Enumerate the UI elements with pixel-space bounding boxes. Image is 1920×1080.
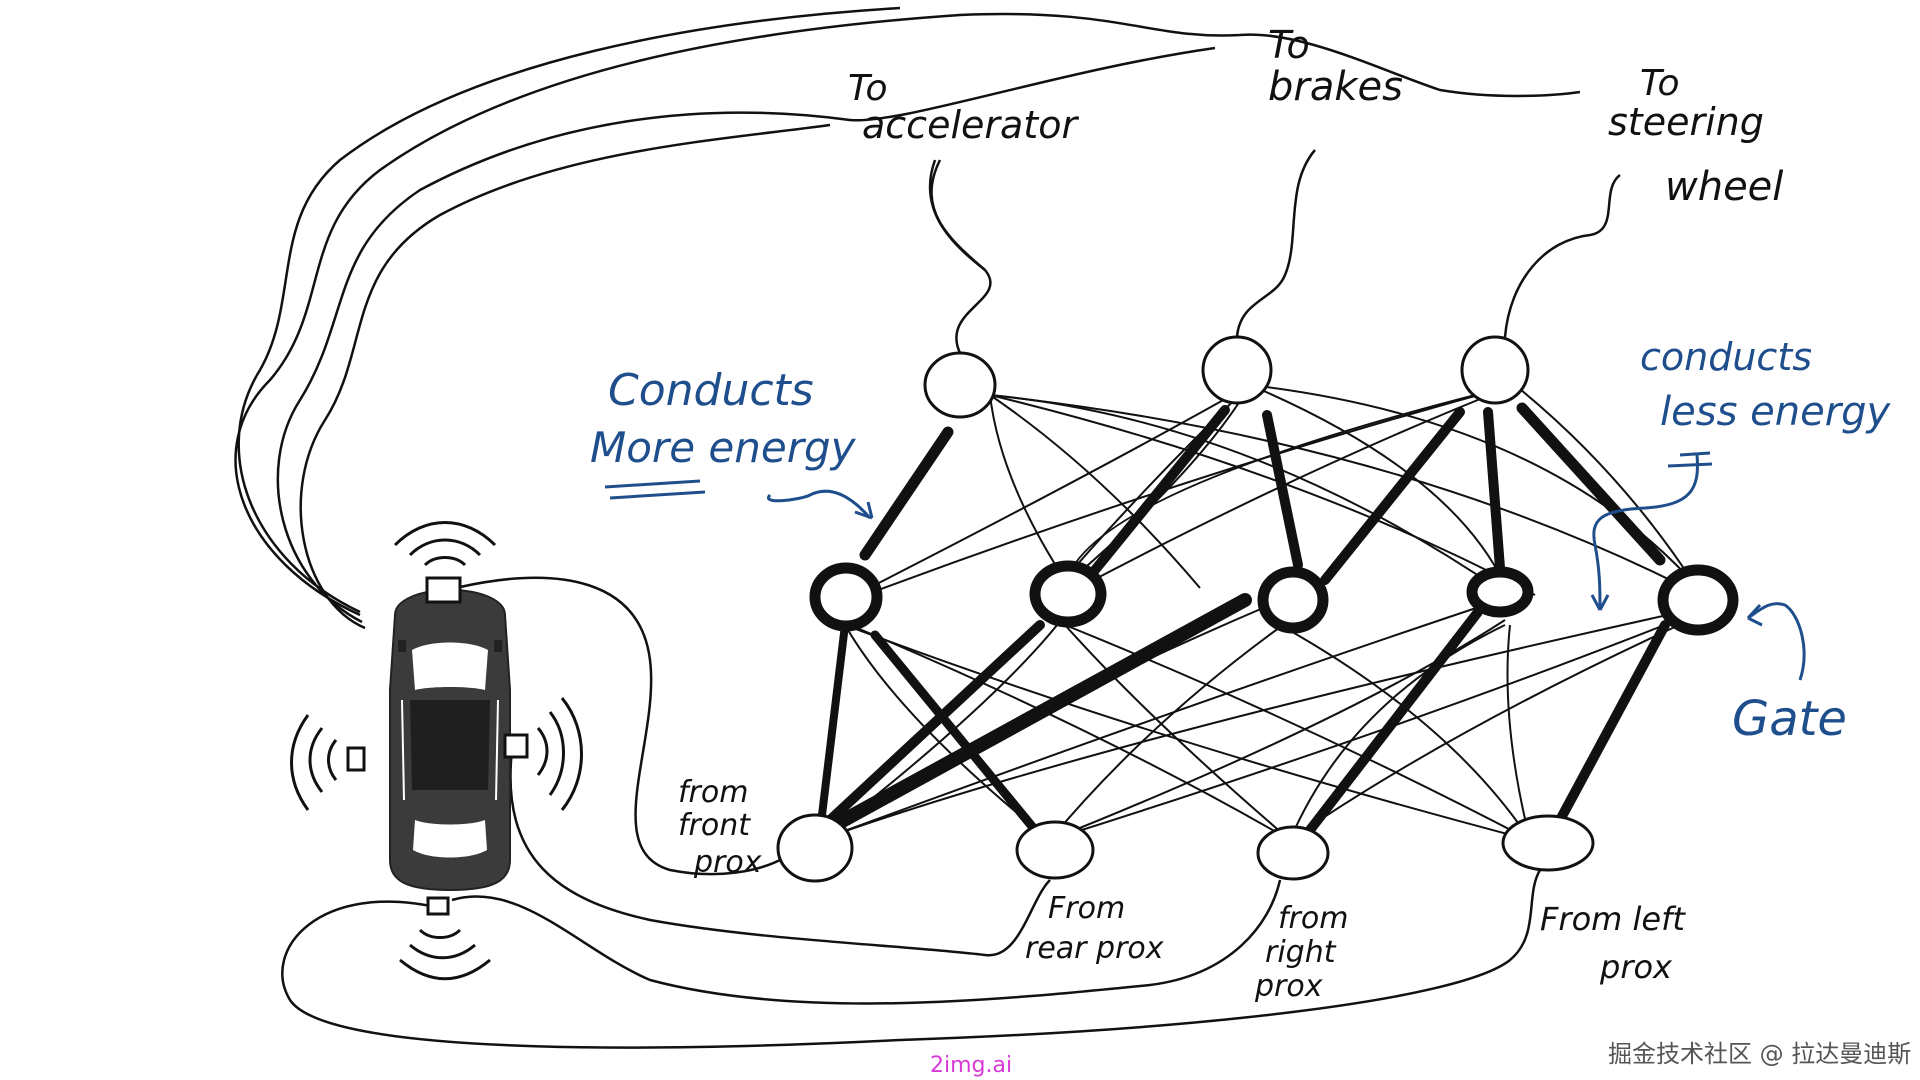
input-node-right (1256, 825, 1330, 881)
label-to-accelerator-line1: To (848, 68, 888, 109)
more-energy-underline-2 (609, 490, 706, 500)
label-from-right-line2: right (1265, 935, 1337, 970)
input-nodes (776, 813, 1595, 883)
annotation-strokes (604, 451, 1806, 681)
less-energy-underline (1679, 451, 1711, 457)
hidden-node-5 (1657, 564, 1739, 636)
car-icon (389, 588, 511, 892)
watermark-juejin: 掘金技术社区 @ 拉达曼迪斯 (1608, 1040, 1911, 1068)
label-from-left-prox: From left prox (1540, 900, 1686, 986)
label-to-steering: To steering wheel (1608, 63, 1783, 210)
label-conducts-more-line1: Conducts (608, 365, 814, 416)
label-to-steering-line1: To (1640, 63, 1680, 104)
label-from-left-line1: From left (1540, 900, 1686, 938)
label-conducts-more-line2: More energy (590, 423, 857, 472)
output-wires (928, 149, 1621, 354)
right-sensor-icon (503, 697, 583, 811)
more-energy-underline (604, 479, 701, 489)
hidden-node-3 (1257, 566, 1329, 634)
car-long-wires (234, 6, 1581, 630)
input-node-left (1501, 814, 1595, 872)
input-node-rear (1015, 820, 1095, 880)
hidden-node-1 (809, 562, 883, 632)
label-from-rear-prox: From rear prox (1025, 891, 1164, 966)
label-from-right-prox: from right prox (1254, 901, 1348, 1004)
watermark-site: 2img.ai (930, 1053, 1012, 1078)
label-gate: Gate (1732, 691, 1847, 747)
label-from-right-line1: from (1278, 901, 1348, 936)
label-from-rear-line1: From (1048, 891, 1125, 926)
car-input-wires (281, 576, 1542, 1049)
label-conducts-less-energy: conducts less energy (1640, 335, 1892, 435)
label-to-brakes: To brakes (1268, 23, 1403, 110)
label-from-right-line3: prox (1254, 969, 1323, 1004)
output-nodes (923, 335, 1530, 419)
label-from-rear-line2: rear prox (1025, 931, 1164, 966)
label-from-front-line2: front (678, 808, 751, 843)
label-conducts-more-energy: Conducts More energy (590, 365, 857, 472)
label-to-accelerator-line2: accelerator (862, 103, 1079, 147)
hidden-nodes (809, 560, 1739, 636)
label-from-left-line2: prox (1599, 948, 1673, 986)
label-from-front-line3: prox (693, 845, 762, 880)
label-conducts-less-line1: conducts (1640, 335, 1812, 379)
less-energy-underline-2 (1667, 462, 1713, 468)
label-to-brakes-line1: To (1268, 23, 1310, 67)
label-from-front-prox: from front prox (678, 775, 762, 880)
hidden-node-4 (1466, 566, 1534, 618)
label-conducts-less-line2: less energy (1660, 389, 1892, 435)
input-node-front (776, 813, 854, 883)
less-energy-arrow (1592, 454, 1699, 611)
output-node-brakes (1201, 335, 1273, 405)
label-to-brakes-line2: brakes (1268, 64, 1403, 110)
label-to-steering-line2: steering (1608, 100, 1764, 144)
front-sensor-icon (393, 521, 497, 604)
rear-sensor-icon (399, 896, 491, 981)
left-sensor-icon (290, 714, 366, 811)
label-from-front-line1: from (678, 775, 748, 810)
output-node-steering (1460, 335, 1530, 405)
label-to-steering-line3: wheel (1665, 164, 1783, 210)
output-node-accelerator (923, 351, 997, 419)
more-energy-arrow (766, 489, 872, 519)
thick-connections (818, 402, 1670, 835)
hidden-node-2 (1029, 560, 1107, 628)
gate-arrow (1747, 602, 1806, 681)
label-to-accelerator: To accelerator (848, 68, 1079, 147)
